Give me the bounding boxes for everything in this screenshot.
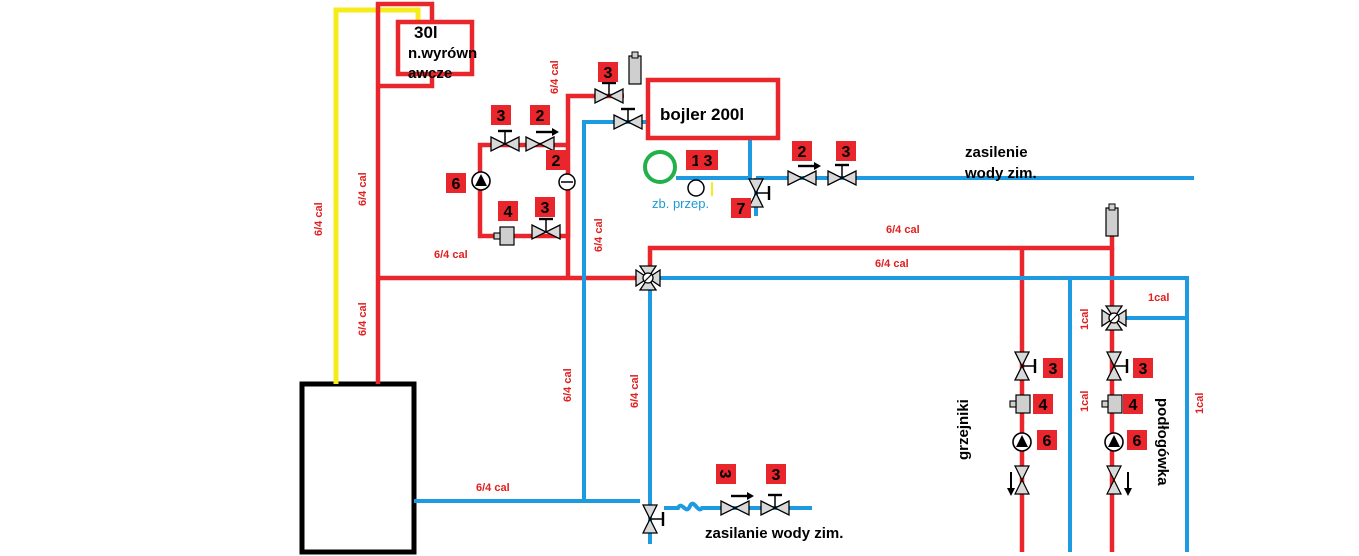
marker-1: 1 [692, 153, 701, 170]
mixing-valve-icon [635, 265, 661, 291]
marker-3: 3 [1139, 361, 1148, 378]
marker-6: 6 [1043, 433, 1052, 450]
check-valve-icon [786, 160, 823, 187]
dhw-tank-200l [645, 77, 781, 141]
svg-text:1cal: 1cal [1194, 393, 1206, 414]
cold-supply-bottom-label: zasilanie wody zim. [705, 525, 843, 542]
marker-3: 3 [842, 144, 851, 161]
tank-volume-label: 30l [414, 23, 438, 42]
filter-icon [493, 226, 515, 246]
ball-valve-icon [489, 129, 521, 153]
svg-text:6/4 cal: 6/4 cal [886, 224, 920, 236]
floor-heating-label: podłogówka [1154, 398, 1171, 486]
marker-4: 4 [1039, 397, 1048, 414]
cold-supply-right-label-2: wody zim. [964, 165, 1037, 182]
expansion-vessel-icon [643, 150, 677, 184]
marker-3: 3 [497, 108, 506, 125]
expansion-tank-30l [395, 19, 475, 77]
expansion-label: zb. przep. [652, 196, 709, 211]
svg-text:6/4 cal: 6/4 cal [434, 249, 468, 261]
svg-text:6/4 cal: 6/4 cal [313, 202, 325, 236]
cold-pipes [414, 120, 1194, 552]
component-markers: 3 3 2 2 6 4 3 1 3 7 2 3 3 3 3 4 6 3 4 [446, 62, 1153, 484]
marker-3: 3 [1049, 361, 1058, 378]
check-valve-icon [719, 490, 756, 517]
svg-text:6/4 cal: 6/4 cal [357, 302, 369, 336]
ball-valve-icon [612, 107, 644, 131]
svg-text:1cal: 1cal [1079, 391, 1091, 412]
pump-icon [1104, 432, 1124, 452]
tank-name-label-2: awcze [408, 65, 452, 82]
marker-7: 7 [737, 201, 746, 218]
marker-6: 6 [1133, 433, 1142, 450]
ball-valve-icon [826, 163, 858, 187]
drain-valve-icon [641, 503, 665, 535]
tank-name-label-1: n.wyrówn [408, 45, 477, 62]
safety-valve-icon [747, 177, 771, 209]
svg-text:6/4 cal: 6/4 cal [357, 172, 369, 206]
filter-icon [1009, 394, 1031, 414]
radiators-label: grzejniki [955, 399, 972, 460]
marker-3: 3 [716, 470, 733, 479]
air-vent-icon [628, 55, 642, 85]
svg-text:6/4 cal: 6/4 cal [476, 482, 510, 494]
svg-text:6/4 cal: 6/4 cal [593, 218, 605, 252]
marker-3: 3 [541, 200, 550, 217]
marker-2: 2 [536, 108, 545, 125]
pump-icon [1012, 432, 1032, 452]
mixing-valve-icon [1101, 305, 1127, 331]
svg-text:6/4 cal: 6/4 cal [549, 60, 561, 94]
marker-2: 2 [798, 144, 807, 161]
pipe-size-labels: 6/4 cal 6/4 cal 6/4 cal 6/4 cal 6/4 cal … [313, 60, 1206, 494]
marker-3: 3 [772, 467, 781, 484]
pump-icon [471, 171, 491, 191]
ball-valve-icon [1013, 350, 1037, 382]
svg-text:1cal: 1cal [1148, 292, 1169, 304]
check-valve-icon [524, 126, 561, 153]
marker-3: 3 [704, 153, 713, 170]
marker-2: 2 [552, 153, 561, 170]
svg-text:6/4 cal: 6/4 cal [629, 374, 641, 408]
marker-6: 6 [452, 176, 461, 193]
gauge-icon [687, 179, 705, 197]
ball-valve-icon [759, 493, 791, 517]
marker-4: 4 [504, 204, 513, 221]
svg-text:6/4 cal: 6/4 cal [562, 368, 574, 402]
boiler-unit [299, 381, 417, 555]
cold-supply-right-label-1: zasilenie [965, 144, 1028, 161]
boiler-label: bojler 200l [660, 105, 744, 124]
marker-3: 3 [604, 65, 613, 82]
filter-icon [1101, 394, 1123, 414]
ball-valve-icon [593, 81, 625, 105]
svg-text:6/4 cal: 6/4 cal [875, 258, 909, 270]
air-vent-icon [1105, 207, 1119, 237]
marker-4: 4 [1129, 397, 1138, 414]
svg-text:1cal: 1cal [1079, 309, 1091, 330]
